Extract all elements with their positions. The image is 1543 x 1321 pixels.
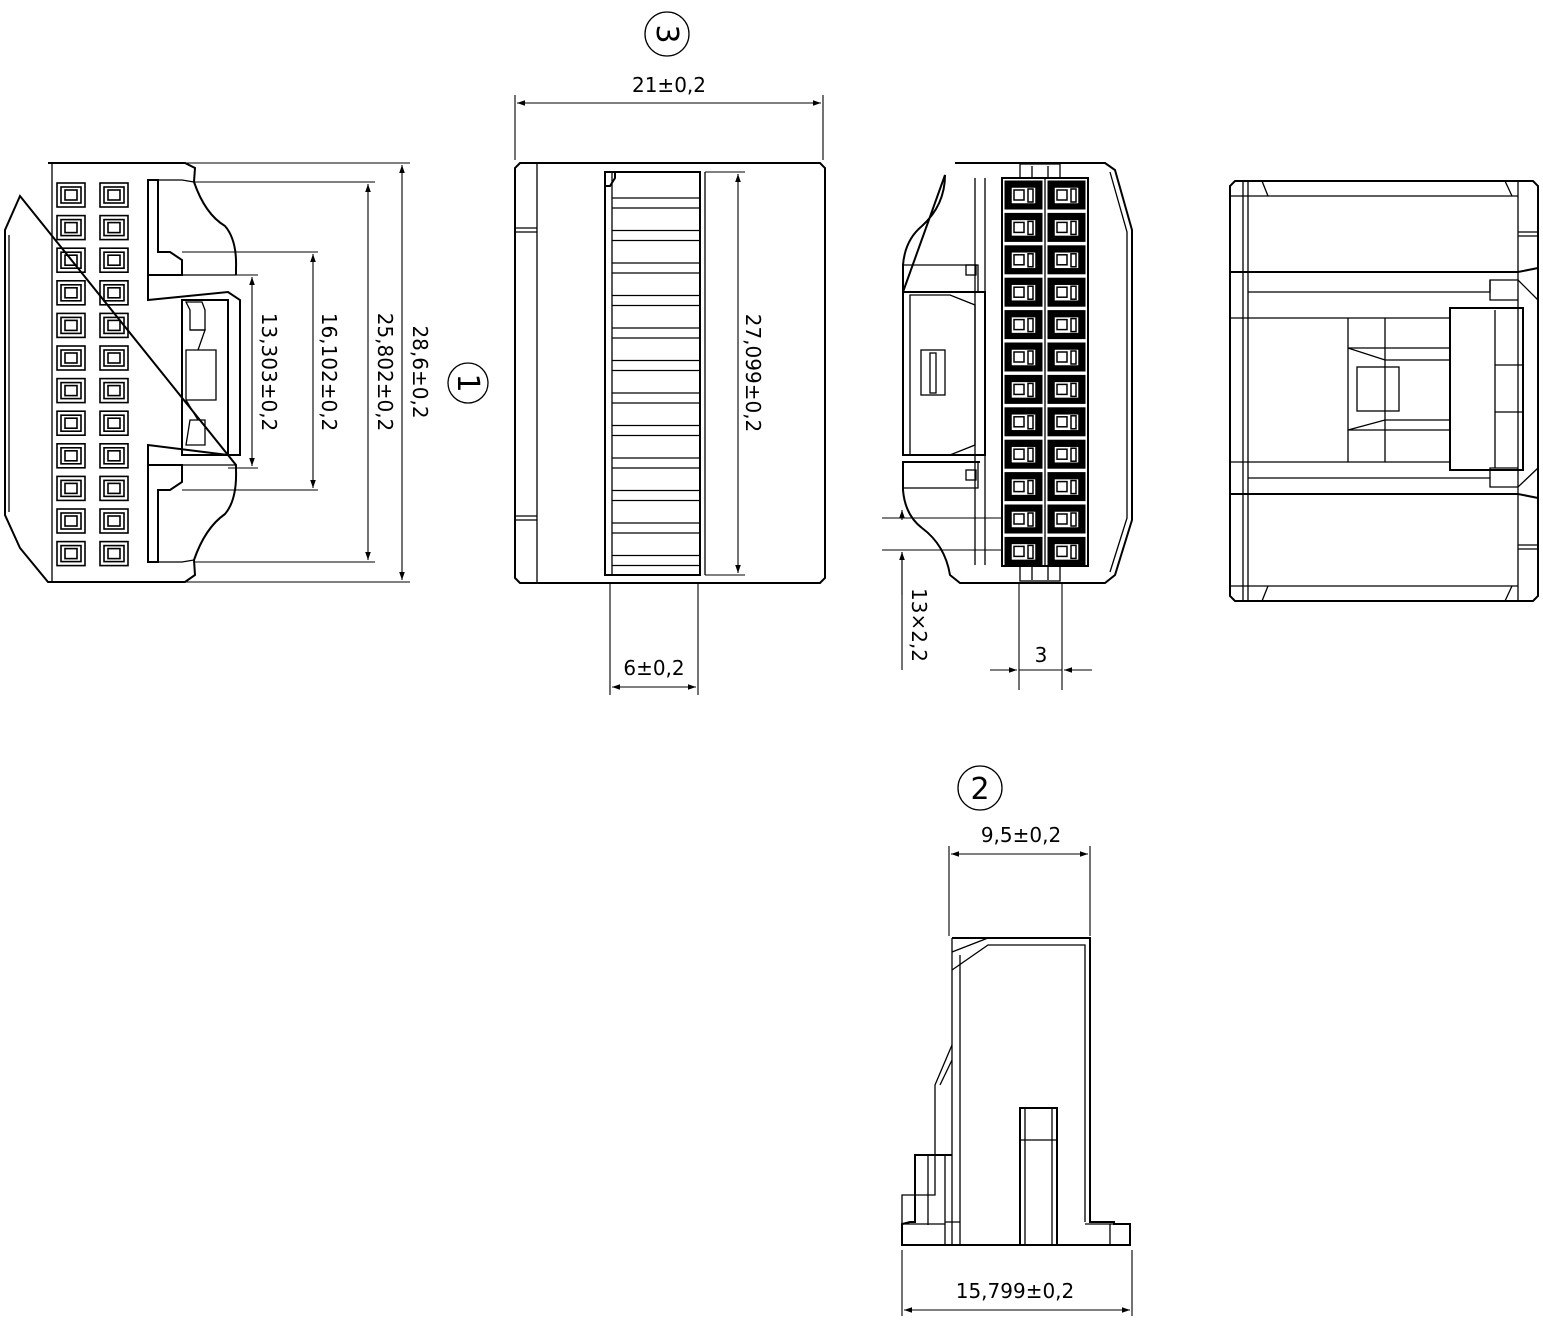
view2-dimensions: 9,5±0,2 15,799±0,2 2 bbox=[901, 765, 1133, 1316]
view-cavity-end-grid bbox=[1004, 180, 1086, 566]
view-cavity-end-dimensions: 13×2,2 3 bbox=[882, 510, 1092, 690]
view2-label-circle bbox=[957, 765, 1003, 811]
view1-cavity bbox=[99, 312, 129, 339]
terminal-cavity bbox=[1047, 439, 1086, 469]
view1-cavity bbox=[56, 377, 86, 404]
terminal-cavity bbox=[1047, 504, 1086, 534]
view1-cavity bbox=[56, 214, 86, 241]
terminal-cavity bbox=[1047, 277, 1086, 307]
view1-drawing bbox=[4, 162, 241, 583]
view3-slats bbox=[612, 197, 700, 567]
view1-cavity bbox=[99, 508, 129, 534]
view3-dimensions: 21±0,2 27,099±0,2 6±0,2 3 bbox=[514, 11, 824, 695]
view1-cavity bbox=[99, 442, 129, 469]
terminal-cavity bbox=[1004, 342, 1043, 372]
view1-cavity bbox=[56, 442, 86, 469]
terminal-cavity bbox=[1047, 374, 1086, 404]
view1-cavity bbox=[56, 475, 86, 502]
terminal-cavity bbox=[1004, 504, 1043, 534]
dim-13x2-2: 13×2,2 bbox=[907, 588, 931, 662]
view1-cavity bbox=[56, 508, 86, 534]
terminal-cavity bbox=[1004, 439, 1043, 469]
view1-cavity bbox=[99, 247, 129, 273]
dim-21: 21±0,2 bbox=[632, 73, 706, 97]
dim-3: 3 bbox=[1035, 643, 1048, 667]
view1-cavity bbox=[99, 410, 129, 437]
view1-label: 1 bbox=[450, 373, 485, 392]
terminal-cavity bbox=[1047, 180, 1086, 210]
view1-cavity-grid bbox=[56, 182, 129, 567]
view3-label: 3 bbox=[649, 24, 684, 43]
view-cavity-end-drawing bbox=[902, 162, 1133, 584]
view1-cavity bbox=[56, 410, 86, 437]
dim-28-6: 28,6±0,2 bbox=[408, 325, 432, 418]
view1-cavity bbox=[99, 214, 129, 241]
terminal-cavity bbox=[1047, 536, 1086, 566]
dim-13-303: 13,303±0,2 bbox=[257, 313, 281, 432]
terminal-cavity bbox=[1004, 245, 1043, 275]
dim-9-5: 9,5±0,2 bbox=[981, 823, 1061, 847]
view1-cavity bbox=[99, 540, 129, 567]
view1-dimensions: 13,303±0,2 16,102±0,2 25,802±0,2 28,6±0,… bbox=[182, 162, 489, 583]
view1-cavity bbox=[56, 247, 86, 273]
view1-cavity bbox=[56, 345, 86, 371]
terminal-cavity bbox=[1004, 374, 1043, 404]
view3-label-circle bbox=[644, 11, 690, 57]
view1-cavity bbox=[56, 279, 86, 306]
view1-cavity bbox=[99, 345, 129, 371]
view1-cavity bbox=[56, 312, 86, 339]
terminal-cavity bbox=[1047, 472, 1086, 502]
terminal-cavity bbox=[1004, 277, 1043, 307]
view1-cavity bbox=[56, 540, 86, 567]
terminal-cavity bbox=[1047, 342, 1086, 372]
terminal-cavity bbox=[1047, 407, 1086, 437]
view1-cavity bbox=[99, 279, 129, 306]
terminal-cavity bbox=[1047, 310, 1086, 340]
terminal-cavity bbox=[1004, 310, 1043, 340]
view2-drawing bbox=[901, 937, 1131, 1246]
view2-label: 2 bbox=[970, 772, 989, 807]
view1-cavity bbox=[99, 377, 129, 404]
dim-15-799: 15,799±0,2 bbox=[956, 1279, 1075, 1303]
dim-27-099: 27,099±0,2 bbox=[741, 314, 765, 433]
view1-label-circle bbox=[447, 362, 489, 404]
view-plan-drawing bbox=[1229, 180, 1539, 602]
view1-cavity bbox=[56, 182, 86, 208]
terminal-cavity bbox=[1004, 407, 1043, 437]
terminal-cavity bbox=[1004, 472, 1043, 502]
view1-cavity bbox=[99, 182, 129, 208]
view1-cavity bbox=[99, 475, 129, 502]
terminal-cavity bbox=[1047, 245, 1086, 275]
terminal-cavity bbox=[1004, 212, 1043, 242]
dim-6: 6±0,2 bbox=[623, 656, 684, 680]
terminal-cavity bbox=[1004, 180, 1043, 210]
view3-drawing bbox=[514, 162, 826, 584]
terminal-cavity bbox=[1047, 212, 1086, 242]
dim-25-802: 25,802±0,2 bbox=[373, 313, 397, 432]
dim-16-102: 16,102±0,2 bbox=[317, 313, 341, 432]
terminal-cavity bbox=[1004, 536, 1043, 566]
